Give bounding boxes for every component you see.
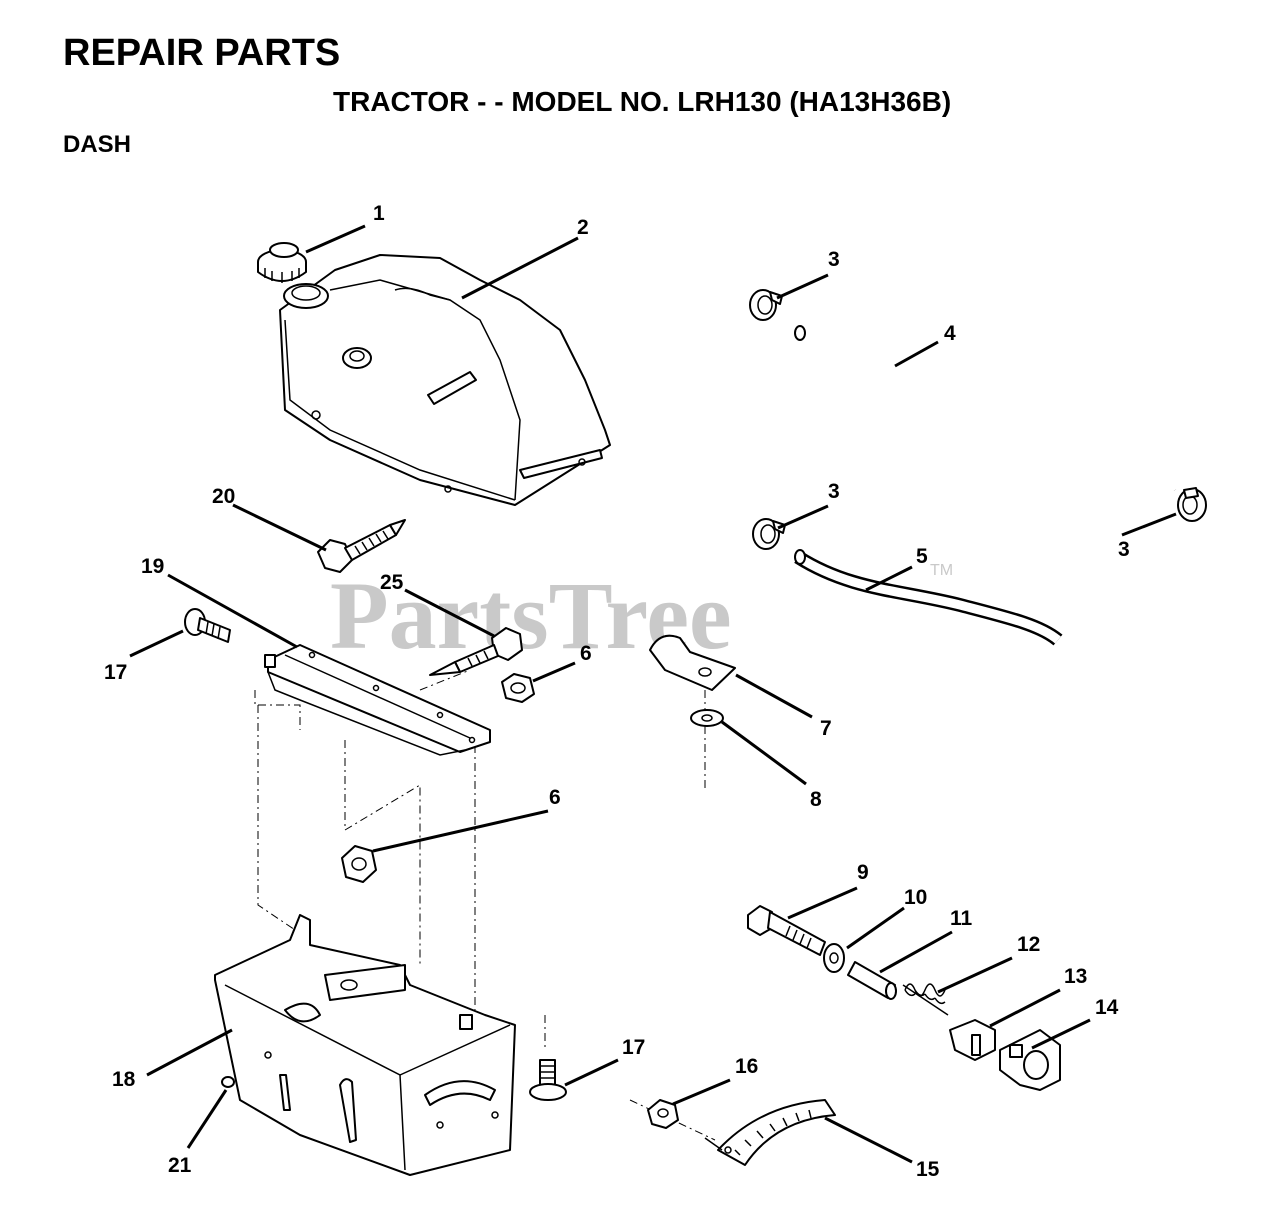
fuel-cap-part — [257, 242, 307, 283]
hose-clamp-mid-part — [752, 518, 786, 550]
spring-12-part — [902, 983, 949, 1016]
callout-10: 10 — [904, 886, 927, 909]
callout-17-lower: 17 — [622, 1036, 645, 1059]
watermark-tm: TM — [930, 562, 953, 579]
hose-clamp-top-part — [749, 289, 783, 321]
bracket-19-part — [264, 644, 491, 756]
fuel-line-long-part — [794, 325, 1179, 493]
callout-19: 19 — [141, 555, 164, 578]
callout-25: 25 — [380, 571, 404, 594]
screw-20-part — [317, 519, 406, 573]
callout-6-upper: 6 — [580, 642, 592, 665]
callout-4: 4 — [944, 322, 956, 345]
bolt-9-part — [747, 905, 826, 956]
screw-25-part — [429, 627, 523, 676]
callout-20: 20 — [212, 485, 235, 508]
dash-housing-part — [279, 254, 611, 506]
washer-10-part — [823, 943, 845, 973]
bolt-17-lower-part — [529, 1059, 567, 1101]
model-subtitle: TRACTOR - - MODEL NO. LRH130 (HA13H36B) — [333, 86, 952, 117]
page-title: REPAIR PARTS — [63, 32, 341, 74]
callout-3-right: 3 — [1118, 538, 1130, 561]
callout-3-mid: 3 — [828, 480, 840, 503]
spacer-11-part — [847, 961, 897, 1000]
callout-15: 15 — [916, 1158, 940, 1181]
callout-3-top: 3 — [828, 248, 840, 271]
hex-nut-lower-part — [341, 845, 377, 883]
dash-panel-18-part — [214, 913, 516, 1176]
hex-nut-upper-part — [501, 673, 535, 703]
callout-6-lower: 6 — [549, 786, 561, 809]
knob-14-part — [999, 1029, 1061, 1091]
hose-clamp-right-part — [1177, 487, 1207, 522]
washer-8-part — [690, 709, 724, 727]
callout-7: 7 — [820, 717, 832, 740]
callout-5: 5 — [916, 545, 928, 568]
nut-16-part — [647, 1099, 679, 1129]
callout-1: 1 — [373, 202, 385, 225]
latch-13-part — [949, 1019, 996, 1061]
pin-21-part — [221, 1076, 235, 1088]
callout-13: 13 — [1064, 965, 1087, 988]
clip-7-part — [649, 634, 736, 691]
callout-17-upper: 17 — [104, 661, 127, 684]
fuel-line-short-part — [794, 549, 1063, 646]
section-title: DASH — [63, 131, 132, 158]
bolt-17-upper-part — [184, 608, 231, 643]
callout-9: 9 — [857, 861, 869, 884]
callout-2: 2 — [577, 216, 589, 239]
callout-14: 14 — [1095, 996, 1119, 1019]
callout-21: 21 — [168, 1154, 192, 1177]
leader-lines — [129, 224, 1177, 1164]
callout-8: 8 — [810, 788, 822, 811]
callout-11: 11 — [950, 907, 973, 930]
callout-12: 12 — [1017, 933, 1040, 956]
indicator-plate-15-part — [704, 1099, 836, 1166]
callout-18: 18 — [112, 1068, 136, 1091]
callout-16: 16 — [735, 1055, 758, 1078]
